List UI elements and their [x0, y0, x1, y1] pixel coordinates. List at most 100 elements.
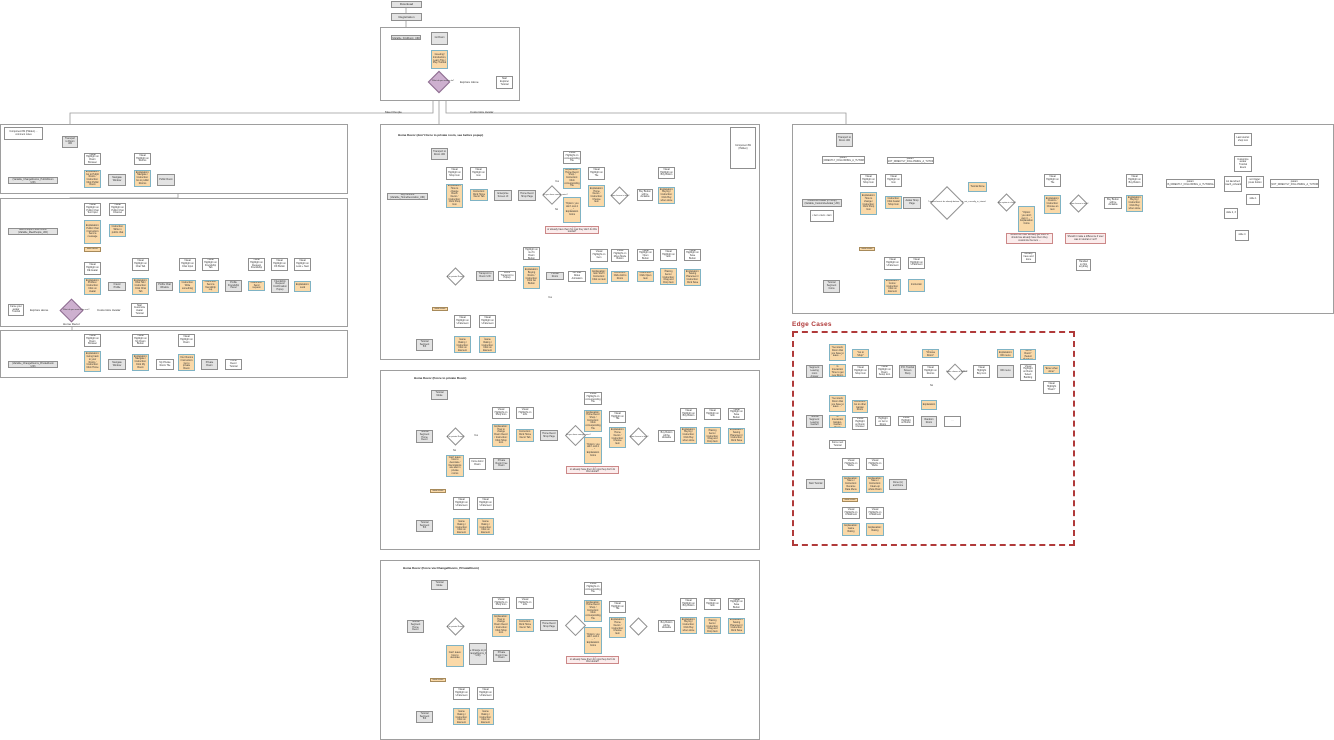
hd3-row-5[interactable]: Visual Highlight on corresponding Tile [584, 582, 602, 595]
hd1-node-0[interactable]: Visual Highlight on Shop Icon [446, 167, 463, 180]
hd2-row-15[interactable]: Visual Highlight on Save Button [728, 408, 745, 420]
av-side-3[interactable]: not trigger: press button [1246, 176, 1264, 188]
av-node-10[interactable]: Already have and done [1021, 252, 1036, 263]
lp2-node-5[interactable]: Explanation: Profiles / Instruction: Cli… [84, 278, 101, 295]
hd2-row-11[interactable]: Visual Highlight on Buy Button [680, 408, 697, 420]
ec-row2-2[interactable]: Explanation: Is Interaction Garden-Garde… [829, 415, 846, 428]
hd3-row-9[interactable]: Explanation: Home Decor / Instruction: C… [609, 617, 626, 638]
hd2-footer-0[interactable]: Tutorial Segment 3/3 [416, 520, 433, 532]
hd1-row2-11[interactable]: Visual Highlight on Open Button [637, 249, 654, 261]
hd2-row-13[interactable]: Visual Highlight on Item [704, 408, 721, 420]
lp2-node-13[interactable]: Instruction: Send a friendship req [202, 280, 219, 293]
hd1-row2-3[interactable]: Visual Highlight on Go To Room Button [523, 247, 540, 260]
av-node-3[interactable]: Instruction: Click Avatar Shop Icon [885, 196, 902, 209]
hd2-node-1[interactable]: Force Error Room [469, 458, 486, 470]
download-node[interactable]: Download [391, 1, 422, 8]
hd2-row-0[interactable]: Visual Highlight on Shop Icon [492, 407, 510, 419]
hd3-row-7[interactable]: "Option: you don't own it ... " Explanat… [584, 627, 602, 654]
hd2-footer-2[interactable]: Explanation: Game Rating / Instruction: … [453, 518, 470, 535]
change-public-room-start[interactable]: Change to public Rooms (Variable_ChangeR… [8, 177, 58, 184]
lp3-node-7[interactable]: Explanation: Your Rooms / Instruction: G… [178, 354, 195, 371]
lp2-node-4[interactable]: Visual Highlight on DE Avatar [84, 262, 101, 275]
hd3-row-4[interactable]: Home Decor Shop Page [540, 620, 558, 631]
lp2-node-0[interactable]: Visual Highlight on Public Chat Text Inp… [84, 203, 101, 216]
hd3-row-14[interactable]: Explanation: Placing Items / Instruction… [704, 617, 721, 634]
ec-row2-3[interactable]: Instruction: Go to other Garden Room [852, 400, 868, 413]
ec-row1-3[interactable]: Instruction: "Go to Shop" [852, 349, 869, 358]
ec-row1-5[interactable]: Visual Highlight on Room Setup Icon [876, 365, 893, 378]
hd3-row-11[interactable]: Visual Highlight on Buy Button [680, 598, 697, 610]
hd3-footer-1[interactable]: Visual Highlight on UI Element [453, 687, 470, 700]
hd3-transport[interactable]: Tutorial Mode [431, 580, 448, 590]
lp2-node-2[interactable]: Visual Highlight on Public Chat Channel [109, 203, 126, 216]
ec-row2-1[interactable]: "Get stuck: Room that you have to leave … [829, 395, 846, 412]
av-node-coins[interactable]: "Option: you don't own it ... " Explanat… [1018, 206, 1035, 232]
hd1-row2-13[interactable]: Visual Highlight on Item [660, 249, 677, 261]
av-node-9[interactable]: Explanation: Buying / Instruction: Click… [1126, 195, 1143, 212]
hd2-row-9[interactable]: Explanation: Home Decor / Instruction: C… [609, 427, 626, 448]
hd1-footer-3[interactable]: Visual Highlight on UI Element [479, 315, 496, 328]
av-node-7[interactable]: Buy Button will be clickable [1104, 197, 1122, 209]
hd2-row-5[interactable]: Visual Highlight on corresponding Tile [584, 392, 602, 405]
hd3-row-15[interactable]: Visual Highlight on Save Button [728, 598, 745, 610]
lp3-node-0[interactable]: Visual Highlight on Room Browser [84, 334, 101, 347]
registration-node[interactable]: Registration [391, 13, 422, 21]
hd3-row-8[interactable]: Visual Highlight on Tile [609, 601, 626, 613]
ec-force-next[interactable]: Force next Tutorial [829, 440, 846, 449]
ec-row3-0[interactable]: Start Tutorial [806, 479, 825, 489]
av-side-2[interactable]: not launched: coach_onboard [1224, 176, 1242, 192]
hd2-node-2[interactable]: Private Room Free Room [493, 458, 510, 470]
hd1-node-3[interactable]: Instruction: Click Home Decor Tab [470, 189, 488, 201]
ec-row1-1[interactable]: "Get stuck: Room that you have to leave … [829, 344, 846, 361]
lp1-node-3[interactable]: Visual Highlight on Rooms [134, 153, 151, 165]
av-transport[interactable]: Transport to Room UID [836, 133, 853, 147]
hd2-row-3[interactable]: Instruction: Click Home Decor Tab [516, 429, 534, 442]
hd1-footer-0[interactable]: Tutorial Segment 3/3 [416, 339, 433, 351]
ec-row1-16[interactable]: Visual Highlight "Room" [1043, 381, 1060, 394]
hd2-node-0[interactable]: Can't leave: how to decorate / Decoratio… [446, 455, 464, 477]
change-private-room-start[interactable]: Change Room to private Room (Variable_Ch… [8, 361, 58, 368]
hd2-row-6[interactable]: Explanation: Home Decor Shop / Instructi… [584, 410, 602, 432]
hd2-row-4[interactable]: Home Decor Shop Page [540, 430, 558, 441]
ec-row1-4[interactable]: Visual Highlight on Shop Icon [852, 365, 869, 378]
ec-row3-2[interactable]: Explanation: Menu / Instruction: Rename … [842, 476, 860, 493]
ec-row1-0[interactable]: Tutorial Segment: Leaving room Answer [806, 365, 823, 378]
lp2-node-6[interactable]: Friend Profile [108, 282, 126, 291]
av-side-1[interactable]: Customize avatar Tutorial Event [1234, 156, 1252, 172]
hd3-row-2[interactable]: Visual Highlight on Icon [516, 597, 534, 609]
ec-row1-7[interactable]: Highlight: "Choose Room" [922, 349, 939, 358]
hd1-node-5[interactable]: Home Decor Shop Page [518, 190, 536, 201]
hd1-row2-9[interactable]: Visual Highlight on Move Mode Button [611, 249, 629, 262]
av-side-8[interactable]: slide 4 [1235, 230, 1249, 241]
ec-row1-13[interactable]: Instruction: "Go to Room" (Select Buildi… [1020, 349, 1036, 360]
hd3-row-6[interactable]: Explanation: Home Decor Shop / Instructi… [584, 600, 602, 622]
av-side-6[interactable]: slide 1 [1246, 194, 1260, 205]
hd2-row-1[interactable]: Explanation: How to change Room Decor / … [492, 424, 510, 447]
hd1-node-9[interactable]: Visual Highlight on Buy Button [658, 167, 675, 179]
hd1-row2-1[interactable]: Transport to Room UID [476, 271, 494, 281]
hd1-node-2[interactable]: Visual Highlight on Icon [470, 167, 487, 180]
lp1-node-1[interactable]: Explanation: Go to Public Room / Instruc… [84, 170, 101, 188]
hd1-node-12[interactable]: Explanation: Home Decor / Instruction: C… [588, 185, 605, 207]
av-node-2[interactable]: Visual Highlight on Icon [885, 174, 902, 187]
lp3-node-5[interactable]: My Private Room Tile [156, 359, 174, 370]
av-side-7[interactable]: slide 2, 3 [1224, 208, 1238, 219]
lp1-node-0[interactable]: Visual Highlight on Room Browser [84, 153, 101, 165]
ec-row1-6[interactable]: P.O. Tutorial Screen Shop [899, 365, 916, 378]
ec-row3-1[interactable]: Visual Highlight on Menu [842, 458, 860, 470]
hd1-footer-4[interactable]: Explanation: Game Rating / Instruction: … [479, 336, 496, 353]
ec-row1-14[interactable]: Visual Highlight on Room Select Building [1020, 364, 1036, 381]
hd1-row2-8[interactable]: Explanation: Item Stuff / Instruction: C… [590, 268, 608, 284]
av-node-4[interactable]: Avatar Shop Page [903, 197, 921, 209]
hd1-transport[interactable]: Transport to Room UID [431, 148, 448, 160]
hd2-row-2[interactable]: Visual Highlight on Icon [516, 407, 534, 419]
ec-row2-0[interactable]: Tutorial Segment: Leaving Garden [806, 415, 823, 428]
av-start[interactable]: Customize Avatar (in Shop) (Variable_Cus… [802, 199, 842, 207]
lp2-customize-node[interactable]: Start Customize Avatar Tutorial [131, 303, 148, 317]
ec-row1-8[interactable]: Visual Highlight on Rooms [922, 365, 939, 378]
ec-row1-10[interactable]: Visual Highlight Buy Icon [973, 365, 990, 378]
hd1-row2-5[interactable]: Private Room [546, 272, 564, 280]
lp2-node-10[interactable]: Visual Highlight on Chat Input [179, 258, 196, 271]
hd2-transport[interactable]: Tutorial Mode [431, 390, 448, 400]
hd1-row2-6[interactable]: Go Staff Roles Animation [568, 271, 586, 282]
